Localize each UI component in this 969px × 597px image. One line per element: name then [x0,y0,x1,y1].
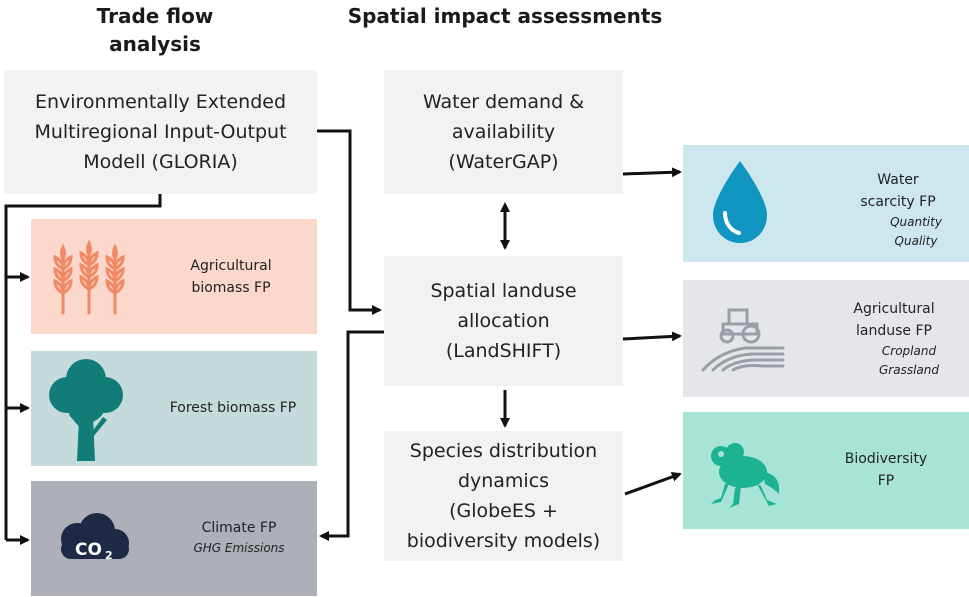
landshift-line-1: Spatial landuse [430,280,577,302]
gloria-model-box: Environmentally Extended Multiregional I… [4,70,317,194]
landshift-to-landuse-fp-arrow [622,331,682,342]
gloria-to-trade-fps-connector [4,194,162,540]
trade-flow-heading: Trade flow analysis [60,2,250,58]
water-scarcity-fp-label-1: Water [877,172,919,188]
species-to-biodiversity-arrow [624,472,682,496]
watergap-line-1: Water demand & [422,91,585,113]
water-drop-icon [713,161,767,243]
water-scarcity-fp-label-2: scarcity FP [860,194,936,210]
globees-line-2: dynamics [457,470,550,492]
agricultural-landuse-fp-label-1: Agricultural [853,301,935,317]
agricultural-biomass-fp-label-2: biomass FP [191,280,271,296]
forest-biomass-fp-label: Forest biomass FP [169,400,297,416]
watergap-line-3: (WaterGAP) [448,151,559,173]
agricultural-biomass-fp-label-1: Agricultural [190,258,272,274]
tree-icon [49,359,123,461]
spatial-impact-heading: Spatial impact assessments [347,4,663,28]
gloria-line-1: Environmentally Extended [34,91,287,113]
globees-line-4: biodiversity models) [406,530,601,552]
co2-cloud-icon: CO 2 [61,513,129,562]
biodiversity-fp-label-1: Biodiversity [844,451,928,467]
trade-flow-heading-line1: Trade flow [96,4,214,28]
frog-icon [711,443,780,508]
climate-fp-sublabel: GHG Emissions [193,541,285,555]
co2-cloud-icon-text: CO [75,540,102,560]
water-scarcity-fp-sublabel-1: Quantity [890,215,942,229]
climate-fp-box: CO 2 Climate FP GHG Emissions [31,481,317,596]
globees-model-box: Species distribution dynamics (GlobeES +… [384,431,623,561]
co2-cloud-icon-subscript: 2 [105,549,113,562]
globees-line-3: (GlobeES + [449,500,558,522]
agricultural-landuse-fp-box: Agricultural landuse FP Cropland Grassla… [683,280,969,397]
climate-fp-label: Climate FP [201,520,277,536]
trade-flow-heading-line2: analysis [109,32,201,56]
agricultural-biomass-fp-box: Agricultural biomass FP [31,219,317,334]
biodiversity-fp-box: Biodiversity FP [683,412,969,529]
water-scarcity-fp-sublabel-2: Quality [894,234,938,248]
gloria-line-2: Multiregional Input-Output [34,121,287,143]
agricultural-landuse-fp-sublabel-2: Grassland [879,363,939,377]
globees-line-1: Species distribution [409,440,598,462]
landshift-to-climate-arrow [319,330,384,541]
landshift-line-3: (LandSHIFT) [445,340,562,362]
tractor-field-icon [701,308,785,372]
landshift-model-box: Spatial landuse allocation (LandSHIFT) [384,256,623,386]
water-to-water-scarcity-arrow [622,167,682,178]
wheat-icon [53,239,125,315]
agricultural-landuse-fp-sublabel-1: Cropland [881,344,937,358]
watergap-line-2: availability [451,121,556,143]
forest-biomass-fp-box: Forest biomass FP [31,351,317,466]
water-scarcity-fp-box: Water scarcity FP Quantity Quality [683,145,969,262]
watergap-model-box: Water demand & availability (WaterGAP) [384,70,623,194]
biodiversity-fp-label-2: FP [877,473,895,489]
gloria-to-landshift-arrow [317,129,382,315]
gloria-line-3: Modell (GLORIA) [83,151,238,173]
landshift-line-2: allocation [457,310,550,332]
agricultural-landuse-fp-label-2: landuse FP [856,323,932,339]
